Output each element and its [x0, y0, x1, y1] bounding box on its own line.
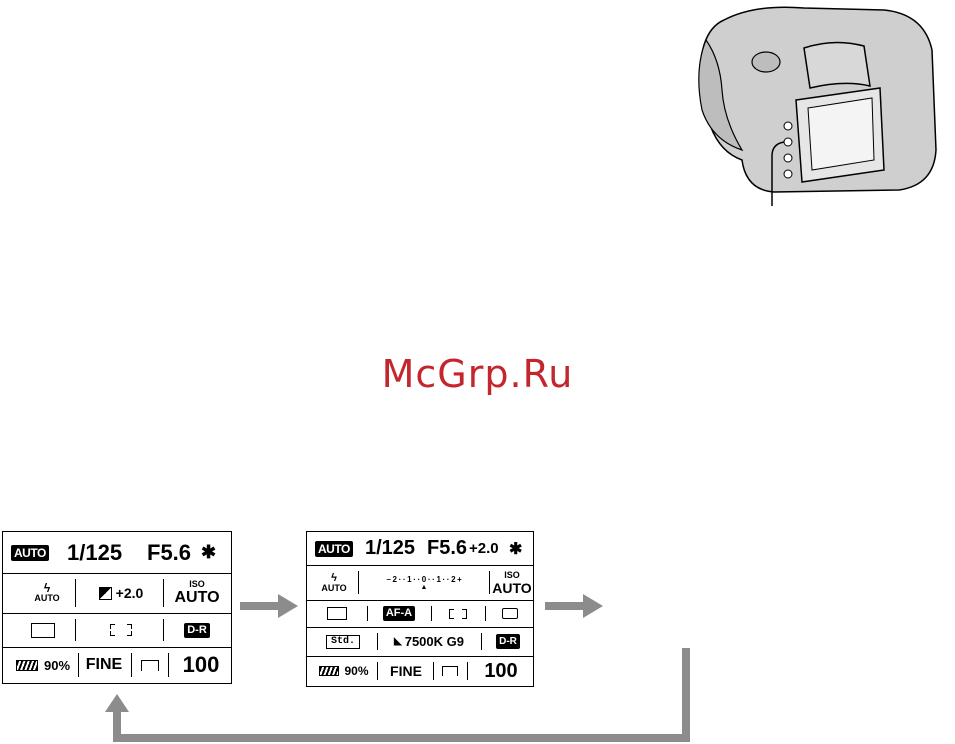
auto-mode-icon: AUTO [315, 541, 353, 557]
iso-label: ISO [504, 570, 520, 580]
drive-mode-icon [31, 623, 55, 638]
exposure-comp-value: +2.0 [116, 585, 144, 601]
loop-back-arrow-icon [100, 644, 700, 744]
metering-icon [502, 608, 518, 619]
scale-pointer-icon: ▲ [421, 584, 428, 591]
arrow-right-icon [545, 594, 605, 618]
watermark-text: McGrp.Ru [0, 352, 955, 396]
shutter-speed: 1/125 [365, 532, 415, 565]
shutter-speed: 1/125 [67, 532, 122, 573]
af-mode-badge: AF-A [383, 606, 415, 621]
iso-value: AUTO [492, 580, 531, 596]
af-area-icon [110, 624, 132, 636]
flash-mode-label: AUTO [34, 593, 59, 603]
iso-value: AUTO [174, 589, 219, 607]
battery-icon [16, 660, 38, 671]
ael-star-icon: ✱ [201, 532, 216, 573]
flash-icon: ϟ [44, 583, 50, 593]
battery-percentage: 90% [44, 658, 70, 673]
exposure-scale: – 2 · · 1 · · 0 · · 1 · · 2 + [386, 575, 461, 584]
af-area-icon [449, 609, 467, 619]
dro-icon: D-R [184, 623, 210, 638]
iso-label: ISO [189, 579, 205, 589]
ael-star-icon: ✱ [509, 532, 522, 565]
auto-mode-icon: AUTO [11, 545, 49, 561]
flash-icon: ϟ [331, 573, 337, 583]
exposure-comp-icon [99, 587, 112, 600]
flash-mode-label: AUTO [321, 583, 346, 593]
camera-illustration [684, 0, 944, 210]
arrow-right-icon [240, 594, 300, 618]
aperture-value: F5.6 [147, 532, 191, 573]
drive-mode-icon [327, 607, 347, 620]
aperture-value: F5.6 [427, 532, 467, 565]
exposure-comp-value: +2.0 [469, 532, 499, 565]
